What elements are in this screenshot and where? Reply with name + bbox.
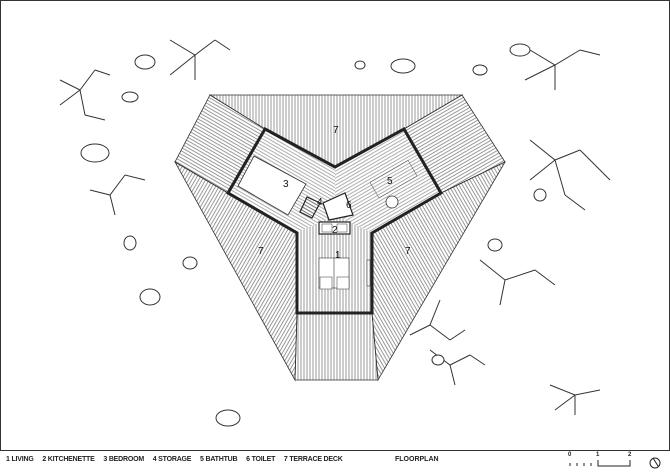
tree-icon <box>89 174 146 216</box>
rock-icon <box>134 54 156 70</box>
legend-item: 1 LIVING <box>6 456 34 463</box>
legend-item: 7 TERRACE DECK <box>283 456 343 463</box>
cabin-walls <box>225 126 444 315</box>
rock-icon <box>139 288 161 306</box>
label-bathtub: 5 <box>387 176 393 187</box>
rock-icon <box>121 91 139 103</box>
north-arrow-icon <box>649 457 661 469</box>
label-toilet: 6 <box>346 200 352 211</box>
rock-icon <box>182 256 198 270</box>
tree-icon <box>409 299 466 341</box>
legend-item: 3 BEDROOM <box>103 456 144 463</box>
tree-icon <box>549 384 601 415</box>
tree-icon <box>169 39 231 80</box>
rocks <box>80 43 547 427</box>
rock-icon <box>215 409 241 427</box>
room-legend: 1 LIVING 2 KITCHENETTE 3 BEDROOM 4 STORA… <box>6 456 350 463</box>
scale-tick-2: 2 <box>628 452 632 458</box>
rock-icon <box>354 60 366 70</box>
label-bedroom: 3 <box>283 179 289 190</box>
scale-bar <box>569 460 631 467</box>
rock-icon <box>509 43 531 57</box>
legend-item: 4 STORAGE <box>152 456 192 463</box>
legend-item: 5 BATHTUB <box>200 456 238 463</box>
scale-tick-0: 0 <box>568 452 572 458</box>
scale-tick-1: 1 <box>596 452 600 458</box>
label-deck-right: 7 <box>405 246 411 257</box>
tree-icon <box>529 139 611 211</box>
toilet-room <box>322 192 354 221</box>
legend-item: 6 TOILET <box>246 456 276 463</box>
legend-item: 2 KITCHENETTE <box>42 456 95 463</box>
rock-icon <box>487 238 503 252</box>
tree-icon <box>59 69 111 121</box>
tree-icon <box>479 259 556 306</box>
rock-icon <box>390 58 416 74</box>
rock-icon <box>472 64 488 76</box>
label-living: 1 <box>335 250 341 261</box>
rock-icon <box>431 354 445 366</box>
label-deck-top: 7 <box>333 125 339 136</box>
room-labels: 1 2 3 4 5 6 7 7 7 <box>258 125 411 261</box>
rock-icon <box>533 188 547 202</box>
storage-room <box>299 196 321 219</box>
trees <box>59 39 611 415</box>
label-kitchenette: 2 <box>332 225 338 236</box>
plant <box>385 195 399 209</box>
rock-icon <box>80 143 110 163</box>
label-deck-left: 7 <box>258 246 264 257</box>
drawing-title: FLOORPLAN <box>395 456 439 463</box>
rock-icon <box>123 235 137 251</box>
bathtub <box>369 159 418 199</box>
label-storage: 4 <box>317 197 323 208</box>
tree-icon <box>524 49 601 90</box>
